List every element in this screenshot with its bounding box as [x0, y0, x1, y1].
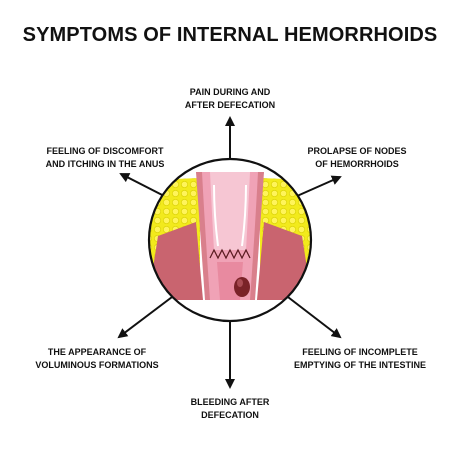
page-title: SYMPTOMS OF INTERNAL HEMORRHOIDS — [22, 24, 438, 46]
rectal-lumen — [210, 172, 250, 250]
hemorrhoid-node — [234, 277, 250, 297]
muscle-right — [257, 222, 311, 300]
arrow-bottom-right — [283, 293, 342, 339]
muscle-left — [149, 222, 203, 300]
rectum-illustration — [147, 157, 313, 323]
dentate-line — [209, 248, 251, 260]
arrow-bottom-left — [117, 293, 177, 339]
